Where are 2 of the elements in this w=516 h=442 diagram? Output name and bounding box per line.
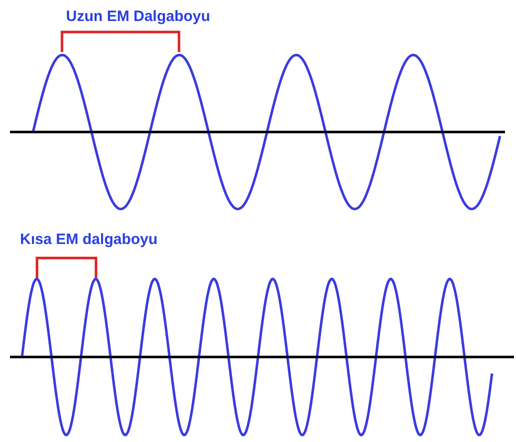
wavelength-label: Kısa EM dalgaboyu: [20, 231, 158, 248]
wavelength-label: Uzun EM Dalgaboyu: [66, 8, 210, 25]
